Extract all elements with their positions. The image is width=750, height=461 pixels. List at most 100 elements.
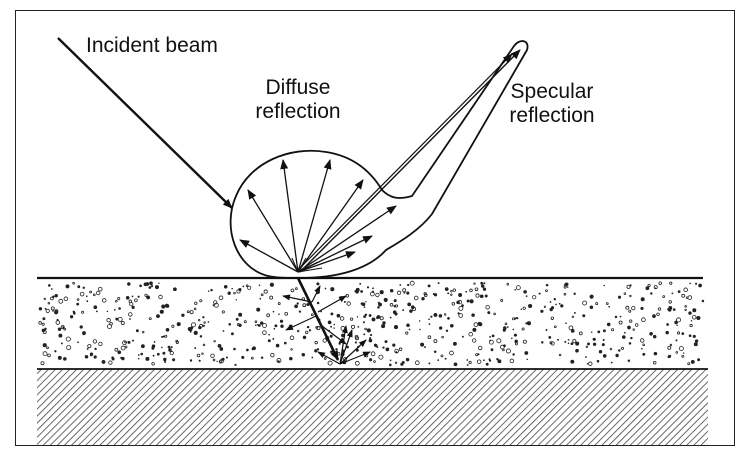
speckle-dot bbox=[50, 306, 55, 311]
speckle-dot bbox=[405, 331, 409, 335]
speckle-dot bbox=[359, 282, 362, 285]
speckle-dot bbox=[588, 361, 593, 366]
speckle-dot bbox=[407, 302, 412, 307]
speckle-dot bbox=[679, 346, 684, 351]
speckle-dot bbox=[652, 360, 657, 365]
speckle-dot bbox=[483, 359, 485, 362]
speckle-dot bbox=[186, 310, 190, 314]
speckle-dot bbox=[450, 293, 453, 296]
speckle-dot bbox=[504, 322, 508, 326]
scatter-arrow-2 bbox=[311, 285, 321, 303]
speckle-dot bbox=[111, 356, 114, 359]
speckle-dot bbox=[52, 295, 55, 298]
speckle-dot bbox=[363, 315, 366, 318]
speckle-dot bbox=[489, 339, 491, 342]
speckle-dot bbox=[693, 342, 698, 347]
speckle-dot bbox=[624, 331, 626, 334]
speckle-dot bbox=[222, 330, 225, 332]
speckle-dot bbox=[513, 333, 517, 337]
speckle-dot bbox=[54, 294, 58, 298]
speckle-dot bbox=[458, 313, 463, 318]
speckle-dot bbox=[674, 320, 678, 325]
speckle-dot bbox=[327, 360, 333, 366]
speckle-dot bbox=[258, 284, 261, 287]
speckle-dot bbox=[107, 324, 112, 329]
speckle-dot bbox=[476, 359, 482, 364]
speckle-dot bbox=[676, 331, 681, 335]
speckle-dot bbox=[257, 324, 261, 327]
speckle-dot bbox=[466, 299, 470, 303]
speckle-dot bbox=[63, 327, 67, 331]
speckle-dot bbox=[365, 301, 367, 303]
speckle-dot bbox=[677, 290, 681, 293]
speckle-dot bbox=[570, 342, 574, 346]
speckle-dot bbox=[428, 362, 431, 365]
speckle-dot bbox=[210, 353, 215, 359]
speckle-dot bbox=[409, 280, 415, 286]
speckle-dot bbox=[50, 296, 54, 301]
speckle-dot bbox=[466, 359, 469, 361]
speckle-dot bbox=[520, 308, 523, 310]
speckle-dot bbox=[382, 346, 385, 349]
speckle-dot bbox=[608, 305, 610, 308]
speckle-dot bbox=[234, 363, 237, 367]
speckle-dot bbox=[626, 284, 631, 289]
speckle-dot bbox=[666, 323, 669, 326]
speckle-dot bbox=[528, 303, 533, 309]
speckle-dot bbox=[165, 327, 170, 332]
speckle-dot bbox=[514, 339, 518, 344]
speckle-dot bbox=[505, 348, 511, 354]
speckle-dot bbox=[76, 298, 80, 301]
speckle-dot bbox=[42, 351, 48, 357]
speckle-dot bbox=[474, 287, 479, 292]
diffuse-arrow-5 bbox=[297, 179, 364, 273]
speckle-dot bbox=[330, 325, 333, 328]
speckle-dot bbox=[346, 301, 351, 306]
speckle-dot bbox=[478, 345, 483, 351]
speckle-dot bbox=[618, 320, 623, 325]
speckle-dot bbox=[145, 356, 150, 361]
speckle-dot bbox=[345, 294, 350, 298]
speckle-dot bbox=[158, 294, 163, 300]
speckle-dot bbox=[306, 302, 310, 307]
speckle-dot bbox=[590, 331, 593, 334]
speckle-dot bbox=[522, 339, 527, 344]
speckle-dot bbox=[314, 340, 318, 345]
speckle-dot bbox=[117, 297, 121, 301]
speckle-dot bbox=[327, 320, 332, 325]
speckle-dot bbox=[357, 326, 360, 328]
speckle-dot bbox=[506, 282, 510, 286]
speckle-dot bbox=[568, 325, 574, 331]
diffuse-arrow-6 bbox=[297, 205, 397, 273]
speckle-dot bbox=[512, 353, 515, 356]
diffuse-ray-2 bbox=[297, 267, 323, 273]
speckle-dot bbox=[589, 294, 594, 299]
speckle-dot bbox=[465, 290, 468, 293]
speckle-dot bbox=[101, 298, 107, 303]
speckle-dot bbox=[473, 282, 476, 285]
speckle-dot bbox=[524, 351, 529, 355]
speckle-dot bbox=[668, 300, 672, 304]
speckle-dot bbox=[267, 339, 271, 343]
speckle-dot bbox=[124, 345, 128, 349]
diffuse-arrow-1 bbox=[239, 239, 299, 273]
speckle-dot bbox=[684, 305, 687, 308]
speckle-dot bbox=[683, 352, 685, 354]
speckle-dot bbox=[619, 315, 622, 318]
speckle-dot bbox=[395, 351, 398, 354]
speckle-dot bbox=[362, 321, 365, 324]
speckle-dot bbox=[256, 307, 261, 312]
speckle-dot bbox=[255, 324, 257, 326]
speckle-dot bbox=[413, 295, 419, 301]
speckle-dot bbox=[394, 361, 398, 364]
speckle-dot bbox=[333, 327, 335, 329]
speckle-dot bbox=[652, 314, 656, 318]
speckle-dot bbox=[392, 343, 396, 347]
speckle-dot bbox=[503, 326, 507, 330]
speckle-dot bbox=[213, 340, 216, 343]
speckle-dot bbox=[301, 352, 306, 357]
speckle-dot bbox=[65, 284, 70, 289]
speckle-dot bbox=[621, 346, 625, 350]
speckle-dot bbox=[506, 326, 509, 328]
speckle-dot bbox=[58, 298, 64, 304]
